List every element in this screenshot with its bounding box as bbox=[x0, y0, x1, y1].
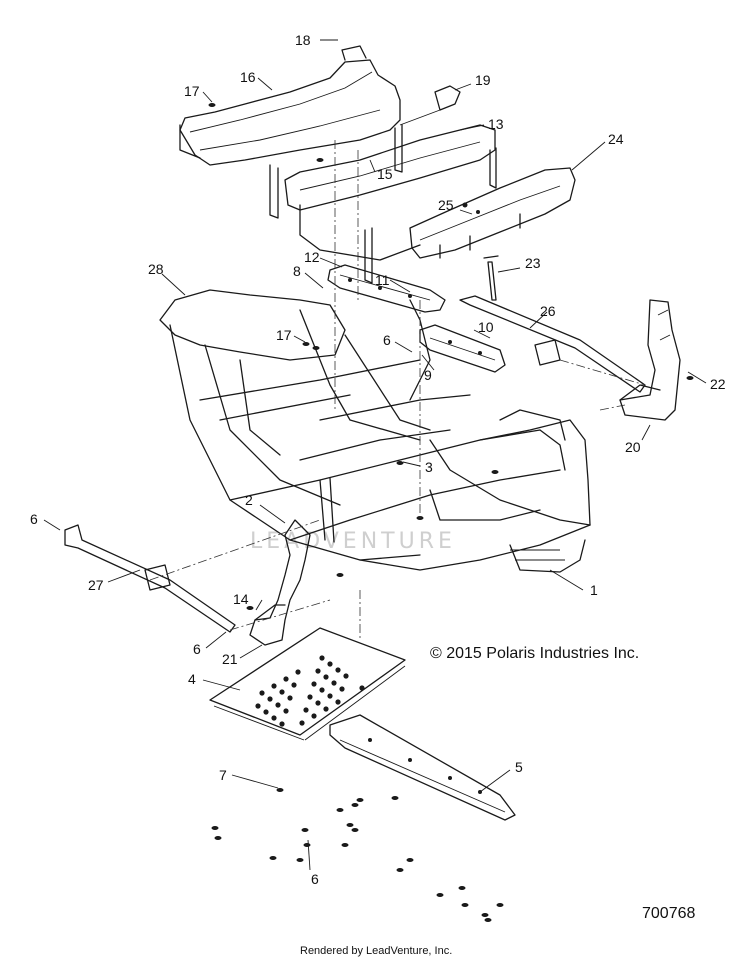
cross-member-11 bbox=[327, 264, 446, 313]
callout-2: 2 bbox=[245, 492, 253, 508]
callout-10: 10 bbox=[478, 319, 494, 335]
fastener-9 bbox=[356, 798, 364, 802]
fastener-6 bbox=[341, 843, 349, 847]
callout-4: 4 bbox=[188, 671, 196, 687]
callout-6a: 6 bbox=[30, 511, 38, 527]
strut-23 bbox=[483, 255, 499, 301]
fastener-0 bbox=[211, 826, 219, 830]
watermark: LEADVENTURE bbox=[250, 529, 456, 554]
callout-12: 12 bbox=[304, 249, 320, 265]
callout-5: 5 bbox=[515, 759, 523, 775]
callout-11: 11 bbox=[375, 272, 390, 288]
seat-bracket-24 bbox=[409, 167, 576, 259]
footer-credit: Rendered by LeadVenture, Inc. bbox=[300, 945, 452, 957]
fastener-11 bbox=[396, 868, 404, 872]
copyright-notice: © 2015 Polaris Industries Inc. bbox=[430, 645, 639, 662]
callout-6b: 6 bbox=[383, 332, 391, 348]
fastener-10 bbox=[391, 796, 399, 800]
fastener-5 bbox=[336, 808, 344, 812]
fastener-24 bbox=[302, 342, 310, 346]
callout-23: 23 bbox=[525, 255, 541, 271]
seat-frame-16 bbox=[179, 45, 403, 219]
skid-plate-4 bbox=[209, 627, 406, 741]
fasteners bbox=[208, 103, 694, 922]
fastener-2 bbox=[276, 788, 284, 792]
fastener-3 bbox=[301, 828, 309, 832]
callout-13: 13 bbox=[488, 116, 504, 132]
callout-27: 27 bbox=[88, 577, 104, 593]
side-frame-20 bbox=[619, 299, 681, 421]
fastener-7 bbox=[351, 803, 359, 807]
fastener-4 bbox=[303, 843, 311, 847]
fastener-15 bbox=[461, 903, 469, 907]
callout-26: 26 bbox=[540, 303, 556, 319]
callout-14: 14 bbox=[233, 591, 249, 607]
callout-19: 19 bbox=[475, 72, 491, 88]
callout-21: 21 bbox=[222, 651, 238, 667]
alignment-lines bbox=[149, 140, 646, 640]
callout-24: 24 bbox=[608, 131, 624, 147]
fastener-22 bbox=[208, 103, 216, 107]
callout-16: 16 bbox=[240, 69, 256, 85]
callout-9: 9 bbox=[424, 367, 432, 383]
fastener-28 bbox=[491, 470, 499, 474]
fastener-23 bbox=[316, 158, 324, 162]
callout-7: 7 bbox=[219, 767, 227, 783]
callout-1: 1 bbox=[590, 582, 598, 598]
fastener-17 bbox=[496, 903, 504, 907]
callout-17b: 17 bbox=[276, 327, 292, 343]
callouts: 1 2 3 4 5 6 6 6 6 7 8 9 10 11 12 13 14 1… bbox=[30, 32, 726, 887]
fastener-12 bbox=[406, 858, 414, 862]
fastener-26 bbox=[396, 461, 404, 465]
cross-member-10 bbox=[419, 324, 506, 373]
callout-3: 3 bbox=[425, 459, 433, 475]
callout-6d: 6 bbox=[311, 871, 319, 887]
callout-6c: 6 bbox=[193, 641, 201, 657]
callout-15: 15 bbox=[377, 166, 393, 182]
skid-plate-4-holes bbox=[255, 655, 365, 727]
callout-8: 8 bbox=[293, 263, 301, 279]
side-frame-21 bbox=[249, 519, 311, 646]
rail-27 bbox=[64, 524, 236, 633]
callout-25: 25 bbox=[438, 197, 454, 213]
callout-18: 18 bbox=[295, 32, 311, 48]
fastener-19 bbox=[214, 836, 222, 840]
fastener-18 bbox=[484, 918, 492, 922]
callout-17a: 17 bbox=[184, 83, 200, 99]
fastener-29 bbox=[686, 376, 694, 380]
callout-20: 20 bbox=[625, 439, 641, 455]
fastener-16 bbox=[481, 913, 489, 917]
fastener-21 bbox=[346, 823, 354, 827]
leader-lines bbox=[43, 39, 707, 871]
fastener-30 bbox=[246, 606, 254, 610]
fastener-14 bbox=[458, 886, 466, 890]
callout-28: 28 bbox=[148, 261, 164, 277]
callout-22: 22 bbox=[710, 376, 726, 392]
fastener-31 bbox=[336, 573, 344, 577]
fastener-20 bbox=[296, 858, 304, 862]
fastener-8 bbox=[351, 828, 359, 832]
fastener-25 bbox=[312, 346, 320, 350]
diagram-number: 700768 bbox=[642, 905, 695, 922]
seat-frame-13 bbox=[284, 85, 497, 284]
fastener-13 bbox=[436, 893, 444, 897]
fastener-1 bbox=[269, 856, 277, 860]
